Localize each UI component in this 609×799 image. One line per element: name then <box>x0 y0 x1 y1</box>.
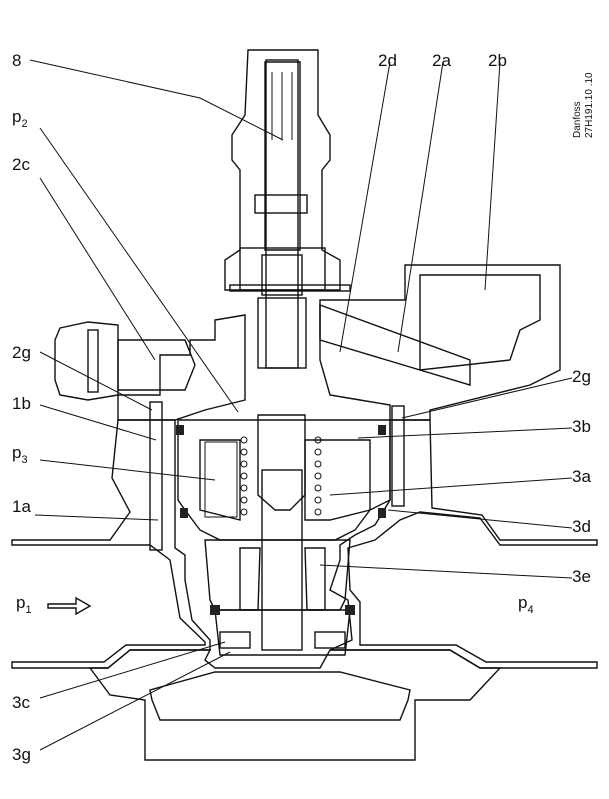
oring-3d-right <box>378 508 386 518</box>
right-spring <box>314 436 322 516</box>
label-8: 8 <box>12 51 21 70</box>
channel-1b <box>149 401 163 551</box>
leader-2a <box>397 61 444 353</box>
gland-nut <box>239 247 326 291</box>
label-3b: 3b <box>572 417 591 436</box>
top-actuator <box>224 49 351 369</box>
upper-left-housing <box>117 314 246 421</box>
oring-3b-right <box>378 425 386 435</box>
plug-cap <box>54 321 119 401</box>
label-2b: 2b <box>488 51 507 70</box>
spindle-collar <box>261 254 303 296</box>
leader-3c <box>39 641 226 699</box>
leader-8 <box>29 59 284 141</box>
brand-company: Danfoss <box>572 101 583 138</box>
label-p3: p3 <box>12 443 28 466</box>
brand-block: Danfoss 27H191.10 .10 <box>572 72 595 138</box>
actuator-housing <box>224 49 341 291</box>
oring-3d-left <box>180 508 188 518</box>
leader-3b <box>357 427 573 439</box>
brand-code: 27H191.10 .10 <box>584 72 595 138</box>
valve-cone <box>214 609 351 656</box>
leader-2g-right <box>401 377 573 419</box>
label-2c: 2c <box>12 155 30 174</box>
leader-2g-left <box>39 351 153 411</box>
label-2g-left: 2g <box>12 343 31 362</box>
left-body-wall <box>11 419 211 669</box>
oring-left <box>210 605 220 615</box>
channels <box>149 401 405 551</box>
leader-2c <box>39 177 156 361</box>
center-tube <box>257 414 306 511</box>
lower-piston <box>204 539 351 611</box>
leader-2d <box>339 61 391 353</box>
seal-3c-right <box>314 631 346 649</box>
plug-gasket <box>87 329 99 393</box>
left-plug <box>54 321 196 401</box>
label-p2: p2 <box>12 107 28 130</box>
label-3a: 3a <box>572 467 591 486</box>
flow-arrow-icon <box>47 596 92 616</box>
labels: 8 p2 2c 2g 1b p3 1a p1 p4 3c 3g 2d 2a 2b… <box>12 51 591 764</box>
label-1a: 1a <box>12 497 31 516</box>
label-p4: p4 <box>518 593 534 616</box>
label-3e: 3e <box>572 567 591 586</box>
stem-3e <box>261 469 303 651</box>
seal-3c-left <box>219 631 251 649</box>
left-spring <box>240 436 248 516</box>
label-3c: 3c <box>12 693 30 712</box>
spindle-grooves <box>271 72 293 140</box>
leader-3e <box>319 564 573 579</box>
leader-p2 <box>39 127 239 413</box>
label-1b: 1b <box>12 394 31 413</box>
right-housing-2a <box>319 264 561 421</box>
leader-3d <box>387 509 573 529</box>
leader-p3 <box>39 459 216 481</box>
piston-assembly <box>176 414 391 656</box>
leader-2b <box>484 61 501 291</box>
label-2d: 2d <box>378 51 397 70</box>
label-3d: 3d <box>572 517 591 536</box>
flange-plate <box>229 284 351 292</box>
label-3g: 3g <box>12 745 31 764</box>
plug-chamber-2c <box>117 339 196 391</box>
chamber-p3 <box>204 441 238 518</box>
label-2g-right: 2g <box>572 367 591 386</box>
oring-3b-left <box>176 425 184 435</box>
channel-2g-right <box>391 405 405 507</box>
label-p1: p1 <box>16 593 32 616</box>
pilot-channel-2d <box>319 303 471 386</box>
leader-1a <box>34 514 159 521</box>
leader-lines <box>29 59 573 751</box>
bottom-sump <box>88 649 502 761</box>
lower-ports <box>239 547 326 611</box>
seal-pack <box>254 194 308 214</box>
label-2a: 2a <box>432 51 451 70</box>
leader-3g <box>39 651 231 751</box>
spindle-lower <box>257 297 307 369</box>
oring-right <box>345 605 355 615</box>
leader-1b <box>39 404 157 441</box>
leader-3a <box>329 477 573 496</box>
